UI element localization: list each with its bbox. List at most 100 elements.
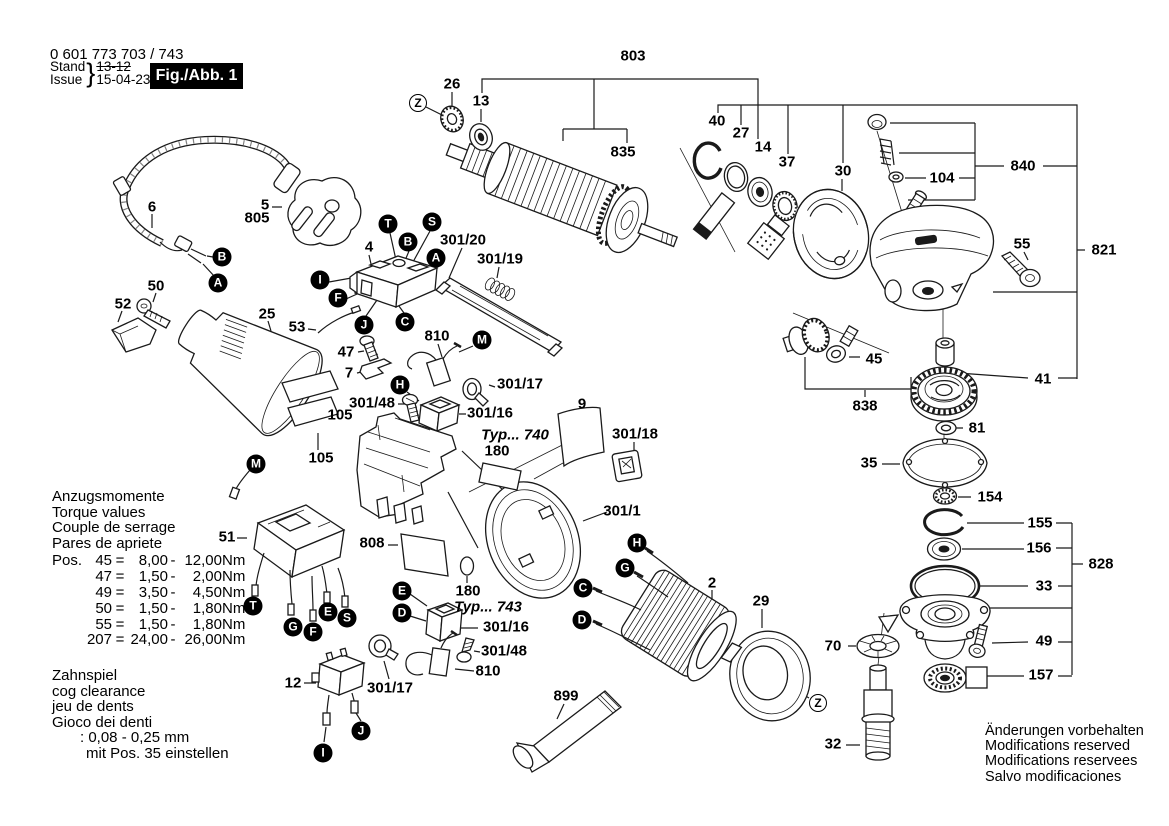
part-label: 13: [472, 92, 490, 110]
torque-cell: [52, 632, 86, 648]
stand-label: Stand: [50, 59, 86, 74]
torque-cell: -: [170, 631, 176, 649]
part-label: 104: [929, 169, 955, 187]
chassis-frame: [356, 412, 457, 525]
torque-cell: Nm: [222, 631, 246, 649]
torque-cell: =: [115, 631, 125, 649]
part-label: 81: [968, 419, 986, 437]
letter-marker: I: [313, 743, 333, 763]
letter-marker: C: [395, 312, 415, 332]
torque-cell: 2,00: [192, 568, 222, 586]
bearing-cover-30: [790, 188, 874, 280]
spring-301-19: [484, 277, 516, 301]
torque-cell: Nm: [222, 583, 246, 601]
part-label: 835: [610, 143, 636, 161]
ring-27: [723, 161, 749, 193]
part-label: 180: [455, 582, 481, 600]
part-label: 105: [327, 406, 353, 424]
part-label: 805: [244, 209, 270, 227]
torque-cell: 49: [95, 583, 112, 601]
part-label: 4: [364, 238, 374, 256]
text-line: Änderungen vorbehalten: [985, 723, 1144, 739]
part-label: 155: [1027, 514, 1053, 532]
torque-cell: =: [115, 552, 125, 570]
letter-marker: E: [318, 602, 338, 622]
main-housing: [447, 450, 582, 599]
part-label: 180: [484, 442, 510, 460]
torque-cell: =: [115, 615, 125, 633]
screw-50: [136, 298, 171, 329]
part-label: 301/48: [481, 642, 527, 660]
wedge-52: [111, 317, 157, 353]
plate-808: [400, 533, 449, 577]
torque-cell: -: [170, 599, 176, 617]
torque-cell: Nm: [222, 615, 246, 633]
part-label: 33: [1035, 577, 1053, 595]
part-label: 9: [577, 395, 587, 413]
slider-bar: [434, 277, 564, 357]
spindle-32: [861, 614, 900, 761]
part-label: 301/16: [467, 404, 513, 422]
brush-holder-upper: [418, 396, 461, 433]
revision-brace: }: [86, 57, 96, 88]
washer-26: [440, 105, 464, 133]
part-label: 45: [865, 350, 883, 368]
letter-marker: T: [243, 596, 263, 616]
torque-cell: 1,50: [138, 615, 168, 633]
letter-marker: B: [398, 232, 418, 252]
torque-cell: -: [170, 583, 176, 601]
new-date: 15-04-23: [96, 72, 151, 87]
torque-cell: 24,00: [130, 631, 168, 649]
letter-marker: G: [283, 617, 303, 637]
letter-marker: M: [246, 454, 266, 474]
text-line: Torque values: [52, 503, 146, 521]
letter-marker: H: [390, 375, 410, 395]
screw-55: [1000, 251, 1041, 288]
text-line: Salvo modificaciones: [985, 768, 1122, 785]
grease-tube-899: [512, 690, 622, 773]
letter-marker: F: [303, 622, 323, 642]
torque-cell: =: [115, 568, 125, 586]
letter-marker: B: [212, 247, 232, 267]
letter-marker: D: [392, 603, 412, 623]
torque-cell: 1,80: [192, 615, 222, 633]
torque-cell: Nm: [222, 552, 246, 570]
cog-value: : 0,08 - 0,25 mm: [80, 729, 190, 747]
revision-block: Stand Issue } 13-12 15-04-23: [50, 57, 151, 88]
part-label: 840: [1010, 157, 1036, 175]
part-label: 52: [114, 295, 132, 313]
part-label: 156: [1026, 539, 1052, 557]
bearing-13: [469, 123, 493, 151]
switch-12: [311, 647, 366, 726]
torque-cell: 8,00: [138, 552, 168, 570]
part-label: 5: [260, 196, 270, 214]
screw-49: [968, 623, 989, 659]
letter-marker: D: [572, 610, 592, 630]
part-label: 301/18: [612, 425, 658, 443]
letter-marker: A: [426, 248, 446, 268]
carbon-brush-upper: [407, 341, 462, 387]
part-label: 55: [1013, 235, 1031, 253]
part-label: 70: [824, 637, 842, 655]
text-line: Couple de serrage: [52, 519, 176, 537]
text-line: cog clearance: [52, 682, 146, 700]
text-line: Gioco dei denti: [52, 713, 153, 731]
letter-marker: T: [378, 214, 398, 234]
part-label: 41: [1034, 370, 1052, 388]
washer-81: [935, 420, 957, 436]
letter-marker: I: [310, 270, 330, 290]
doc-number: 0 601 773 703 / 743: [50, 46, 184, 63]
sleeve-41: [935, 337, 955, 367]
pinion-gear: [782, 317, 830, 355]
torque-cell: Nm: [222, 599, 246, 617]
text-line: jeu de dents: [52, 698, 134, 716]
part-label: 2: [707, 574, 717, 592]
text-line: Anzugsmomente: [52, 488, 165, 505]
torque-cell: 1,50: [138, 568, 168, 586]
power-plug: [273, 162, 362, 246]
